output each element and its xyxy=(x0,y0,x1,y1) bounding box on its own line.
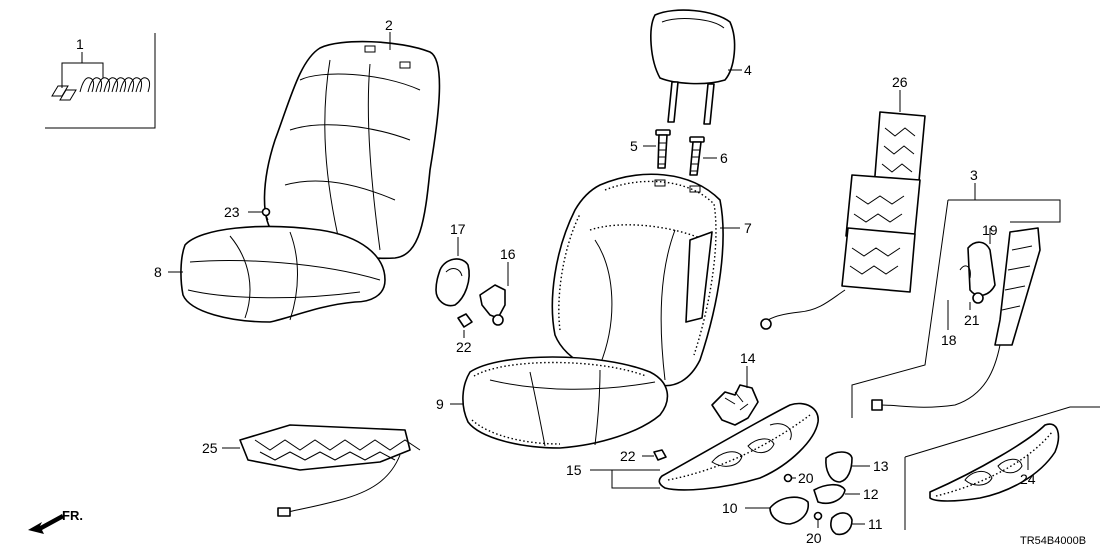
callout-7: 7 xyxy=(744,220,752,236)
part-2-seat-back-cover xyxy=(263,32,441,260)
callout-15: 15 xyxy=(566,462,582,478)
callout-3: 3 xyxy=(970,167,978,183)
callout-17: 17 xyxy=(450,221,466,237)
front-direction-arrow xyxy=(28,514,64,534)
part-11-knob xyxy=(830,512,865,536)
callout-26: 26 xyxy=(892,74,908,90)
callout-16: 16 xyxy=(500,246,516,262)
callout-1: 1 xyxy=(76,36,84,52)
part-14-frame xyxy=(711,366,759,426)
part-10-knob xyxy=(745,496,810,525)
callout-24: 24 xyxy=(1020,471,1036,487)
part-12-trim xyxy=(813,483,860,505)
front-direction-label: FR. xyxy=(62,508,83,523)
callout-23: 23 xyxy=(224,204,240,220)
part-20-screw-lower xyxy=(813,511,823,528)
part-5-guide xyxy=(643,129,671,169)
callout-25: 25 xyxy=(202,440,218,456)
part-9-seat-cushion xyxy=(450,356,669,449)
part-26-seat-back-heater xyxy=(760,90,926,330)
part-24-side-trim xyxy=(904,406,1100,530)
callout-13: 13 xyxy=(873,458,889,474)
callout-2: 2 xyxy=(385,17,393,33)
callout-19: 19 xyxy=(982,222,998,238)
part-3-airbag-assembly xyxy=(851,183,1061,418)
callout-12: 12 xyxy=(863,486,879,502)
part-17-cover xyxy=(435,237,470,307)
part-20-screw-upper xyxy=(783,473,796,483)
callout-22-lower: 22 xyxy=(620,448,636,464)
callout-6: 6 xyxy=(720,150,728,166)
callout-4: 4 xyxy=(744,62,752,78)
part-23-clip xyxy=(248,207,271,221)
part-6-guide xyxy=(689,136,717,176)
callout-22-upper: 22 xyxy=(456,339,472,355)
callout-18: 18 xyxy=(941,332,957,348)
part-4-headrest xyxy=(650,9,742,125)
callout-9: 9 xyxy=(436,396,444,412)
diagram-code: TR54B4000B xyxy=(1020,535,1086,547)
callout-labels: 1 2 3 4 5 6 7 8 9 10 11 12 13 14 15 16 1… xyxy=(76,17,1036,546)
part-25-heater-pad xyxy=(222,424,421,517)
callout-21: 21 xyxy=(964,312,980,328)
callout-5: 5 xyxy=(630,138,638,154)
part-15-side-trim xyxy=(590,402,819,491)
part-8-seat-cushion-cover xyxy=(168,225,386,323)
part-16-bracket xyxy=(479,262,509,326)
callout-8: 8 xyxy=(154,264,162,280)
part-22-clip-upper xyxy=(457,313,473,338)
part-7-seat-back xyxy=(551,173,740,387)
callout-20-upper: 20 xyxy=(798,470,814,486)
part-22-clip-lower xyxy=(642,449,667,461)
callout-20-lower: 20 xyxy=(806,530,822,546)
callout-10: 10 xyxy=(722,500,738,516)
callout-11: 11 xyxy=(868,516,883,532)
part-13-trim-cover xyxy=(825,451,870,483)
part-1-clip-set xyxy=(45,33,156,129)
callout-14: 14 xyxy=(740,350,756,366)
